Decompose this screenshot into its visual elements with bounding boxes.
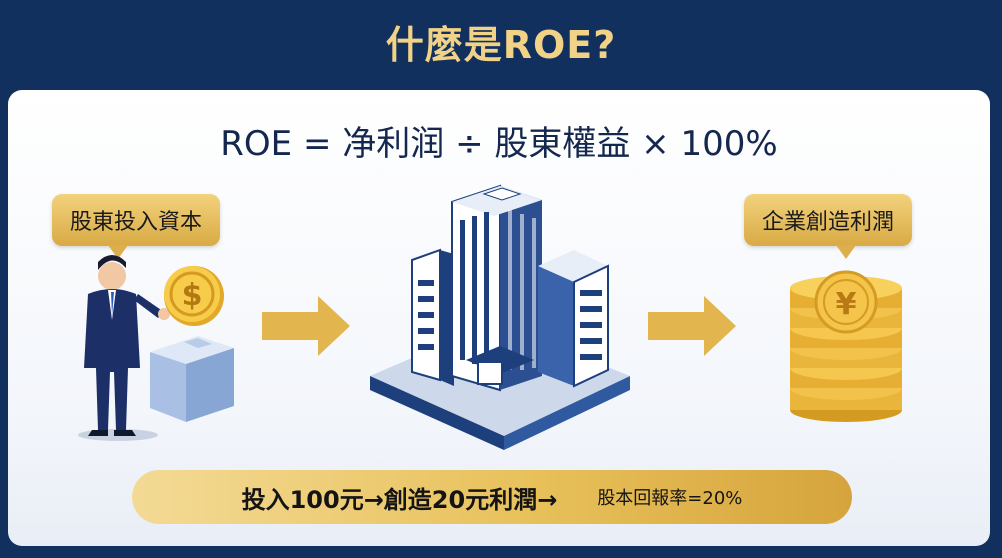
summary-roe: 股本回報率=20% xyxy=(597,488,743,509)
page-title: 什麼是ROE? xyxy=(385,23,617,67)
yen-coin-stack-icon: ¥ xyxy=(790,270,902,422)
office-building-icon xyxy=(370,184,630,450)
right-arrow-icon xyxy=(262,296,350,356)
roe-formula: ROE = 净利润 ÷ 股東權益 × 100% xyxy=(220,124,778,164)
summary-bar: 投入100元→創造20元利潤→ 股本回報率=20% xyxy=(132,470,852,524)
right-arrow-icon xyxy=(648,296,736,356)
investor-label: 股東投入資本 xyxy=(52,194,221,259)
dollar-coin-icon: $ xyxy=(164,266,224,326)
illustration: $ xyxy=(78,184,902,450)
box-icon xyxy=(150,336,234,422)
roe-card: ROE = 净利润 ÷ 股東權益 × 100% 股東投入資本 企業創造利潤 xyxy=(8,90,990,546)
svg-text:¥: ¥ xyxy=(836,287,857,322)
profit-label: 企業創造利潤 xyxy=(744,194,913,259)
summary-main: 投入100元→創造20元利潤→ xyxy=(241,485,558,514)
businessman-icon xyxy=(78,255,170,441)
svg-text:$: $ xyxy=(182,278,203,313)
